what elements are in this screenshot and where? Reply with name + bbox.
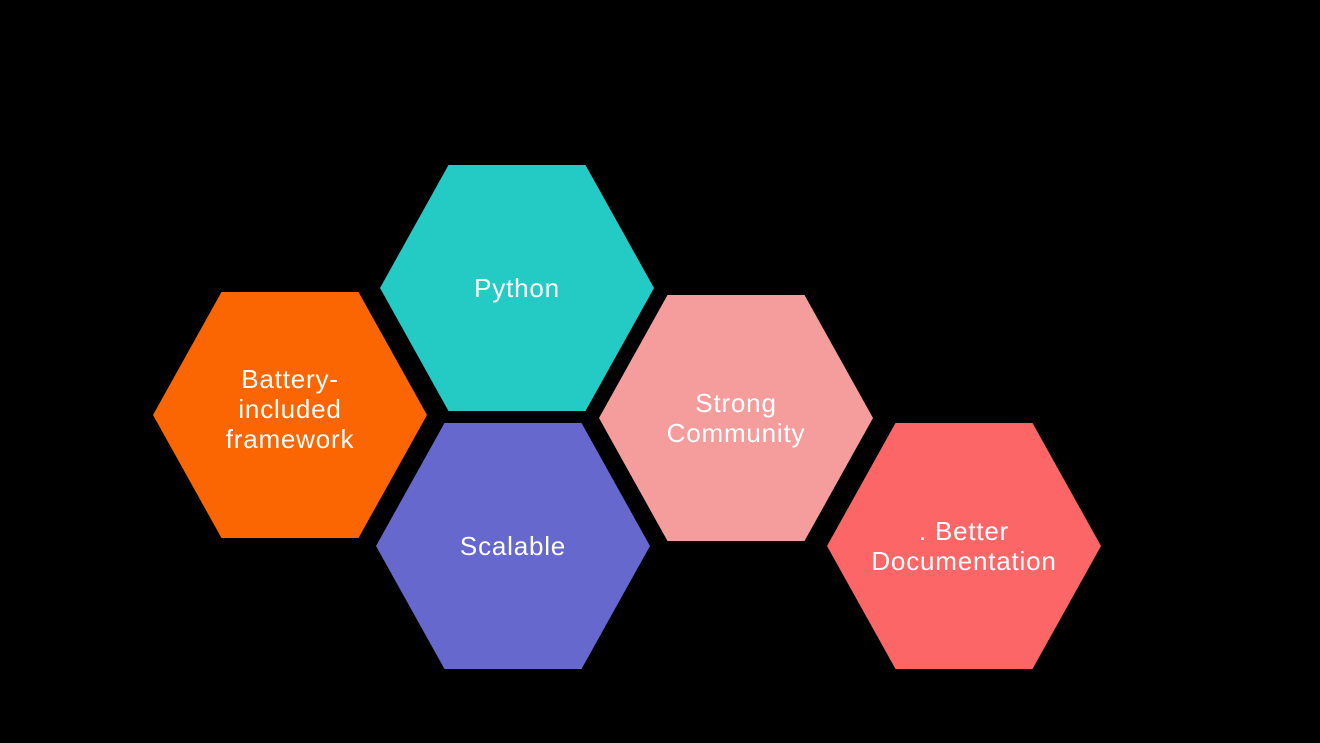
hexagon-strong-community: Strong Community — [599, 295, 873, 541]
hexagon-python: Python — [380, 165, 654, 411]
hexagon-strong-community-label: Strong Community — [666, 388, 806, 448]
hexagon-scalable-label: Scalable — [459, 531, 567, 561]
hexagon-battery-included-framework-label: Battery- included framework — [225, 364, 355, 454]
hexagon-better-documentation: . Better Documentation — [827, 423, 1101, 669]
hexagon-better-documentation-label: . Better Documentation — [871, 516, 1057, 576]
hexagon-python-label: Python — [474, 273, 560, 303]
hexagon-scalable: Scalable — [376, 423, 650, 669]
hexagon-battery-included-framework: Battery- included framework — [153, 292, 427, 538]
